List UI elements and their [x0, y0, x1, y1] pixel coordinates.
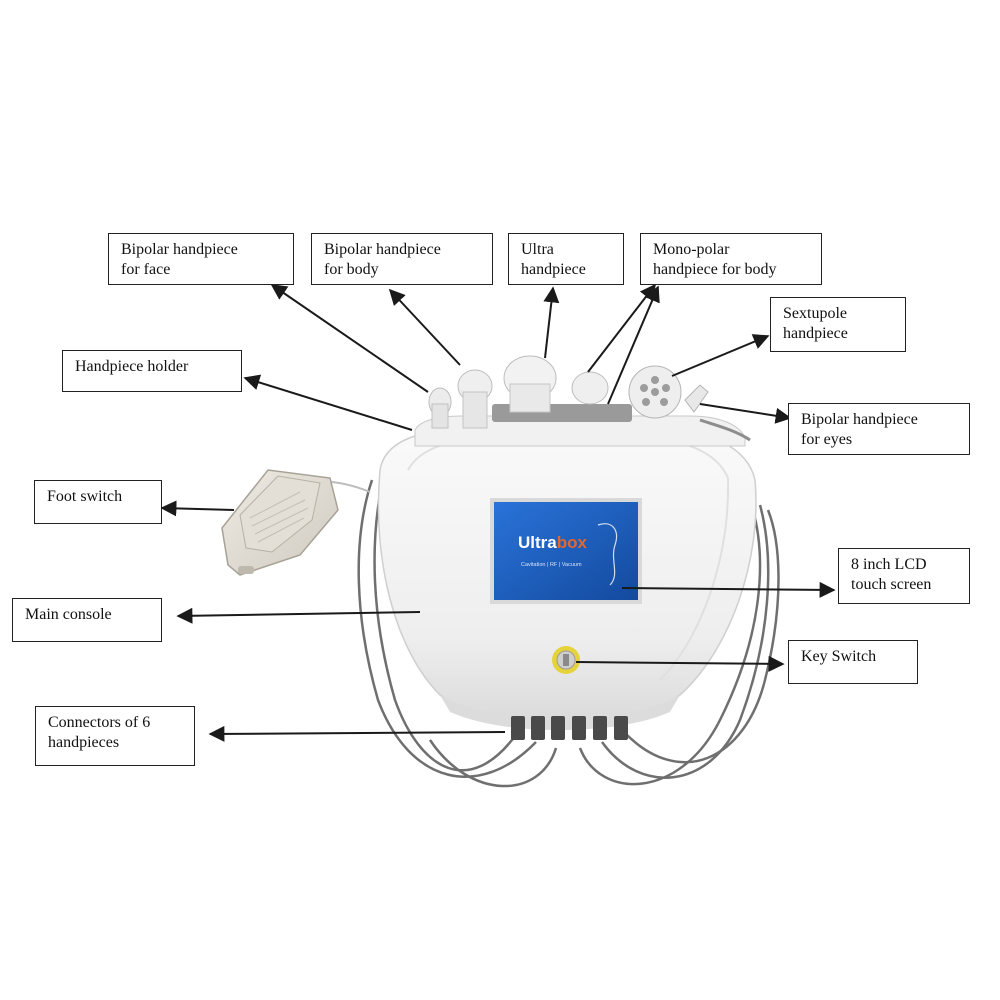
label-ultra: Ultra handpiece — [508, 233, 624, 285]
arrow-connectors — [208, 725, 506, 742]
arrow-monopolar-2 — [607, 285, 660, 405]
label-connectors: Connectors of 6 handpieces — [35, 706, 195, 766]
arrow-key-switch — [575, 655, 785, 672]
key-switch — [552, 646, 580, 674]
pointer-arrows — [160, 283, 836, 742]
arrow-sextupole — [671, 334, 770, 377]
arrow-bipolar-face — [270, 284, 429, 393]
handpieces-top — [428, 355, 751, 442]
arrow-holder — [243, 374, 413, 431]
label-foot-switch: Foot switch — [34, 480, 162, 524]
arrow-lcd — [621, 581, 836, 598]
label-bipolar-face: Bipolar handpiece for face — [108, 233, 294, 285]
screen-brand-suffix: box — [557, 533, 588, 552]
svg-text:Ultrabox: Ultrabox — [518, 533, 588, 552]
handpiece-cables — [357, 469, 780, 788]
label-sextupole: Sextupole handpiece — [770, 297, 906, 352]
screen-tagline: Cavitation | RF | Vacuum — [521, 562, 582, 568]
label-bipolar-eyes: Bipolar handpiece for eyes — [788, 403, 970, 455]
arrow-bipolar-body — [388, 288, 461, 366]
arrow-monopolar-1 — [587, 283, 656, 373]
foot-pedal — [221, 469, 371, 576]
connectors-row — [511, 716, 628, 740]
label-main-console: Main console — [12, 598, 162, 642]
arrow-ultra — [543, 286, 560, 359]
label-monopolar: Mono-polar handpiece for body — [640, 233, 822, 285]
label-handpiece-holder: Handpiece holder — [62, 350, 242, 392]
label-bipolar-body: Bipolar handpiece for body — [311, 233, 493, 285]
lcd-screen: Ultrabox Cavitation | RF | Vacuum — [490, 498, 642, 604]
screen-brand-prefix: Ultra — [518, 533, 557, 552]
arrow-main-console — [176, 607, 421, 624]
label-lcd: 8 inch LCD touch screen — [838, 548, 970, 604]
label-key-switch: Key Switch — [788, 640, 918, 684]
arrow-foot-switch — [160, 500, 235, 517]
arrow-bipolar-eyes — [699, 403, 792, 424]
